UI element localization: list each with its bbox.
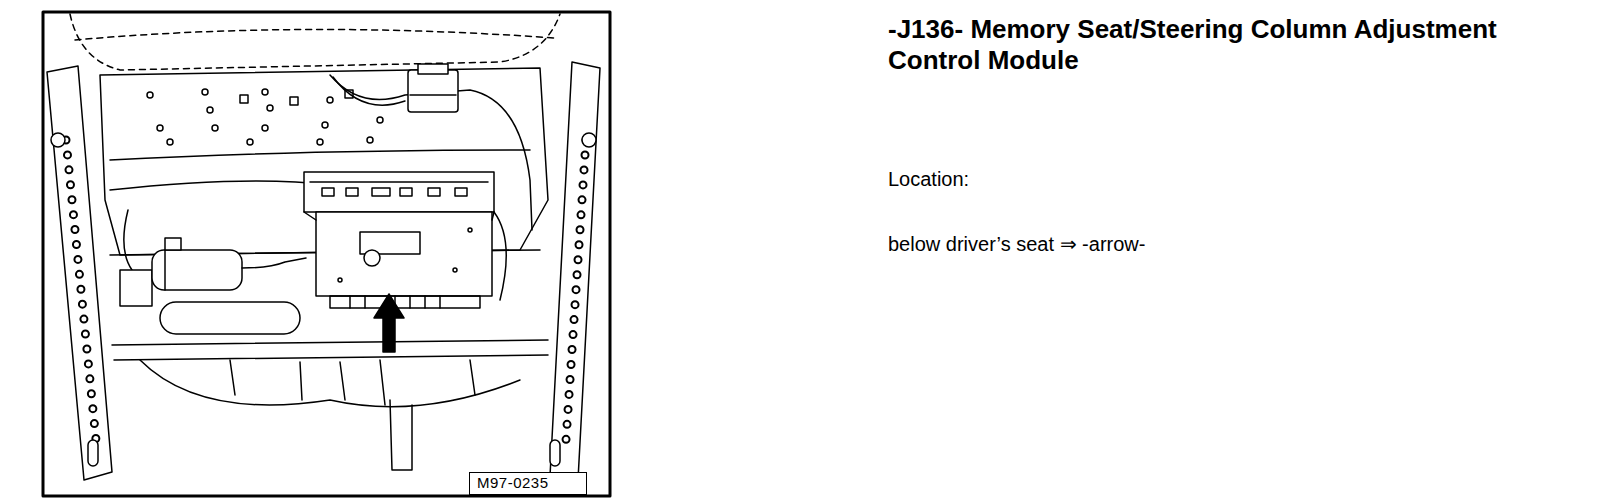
cross-member (112, 340, 548, 360)
plug-connector (418, 64, 448, 74)
rail-holes (566, 140, 586, 440)
seat-structure (390, 400, 412, 470)
plug-connector (410, 94, 456, 96)
seat-motor (165, 238, 181, 250)
pan-rib (110, 181, 330, 190)
rail-bolt (51, 133, 65, 147)
rail-slot (550, 440, 560, 466)
seat-rail (47, 66, 112, 480)
cushion-outline (70, 14, 560, 70)
note-text: below driver’s seat ⇒ -arrow- (888, 232, 1145, 256)
pan-holes (147, 89, 383, 145)
rail-holes (66, 140, 96, 440)
figure-frame (43, 12, 610, 496)
seat-motor (164, 250, 166, 290)
figure-number-box: M97-0235 (469, 472, 587, 495)
rail-bolt (582, 133, 596, 147)
seat-structure (230, 360, 475, 405)
wiring-harness (333, 77, 405, 105)
rail-holes (566, 140, 586, 440)
plug-connector (408, 70, 458, 112)
rail-slot (88, 440, 98, 466)
pan-rib (110, 150, 530, 160)
seat-motor (152, 250, 242, 290)
figure-number: M97-0235 (477, 474, 579, 491)
seat-motor (160, 302, 300, 334)
seat-structure (140, 360, 520, 407)
location-arrow (374, 294, 404, 352)
motor-bracket (120, 270, 152, 306)
motor-cable (242, 258, 306, 268)
control-module (304, 172, 506, 308)
cushion-outline (75, 29, 555, 40)
heading: -J136- Memory Seat/Steering Column Adjus… (888, 14, 1588, 76)
note-text: Location: (888, 168, 969, 191)
rail-holes (66, 140, 96, 440)
seat-rail (550, 62, 600, 480)
